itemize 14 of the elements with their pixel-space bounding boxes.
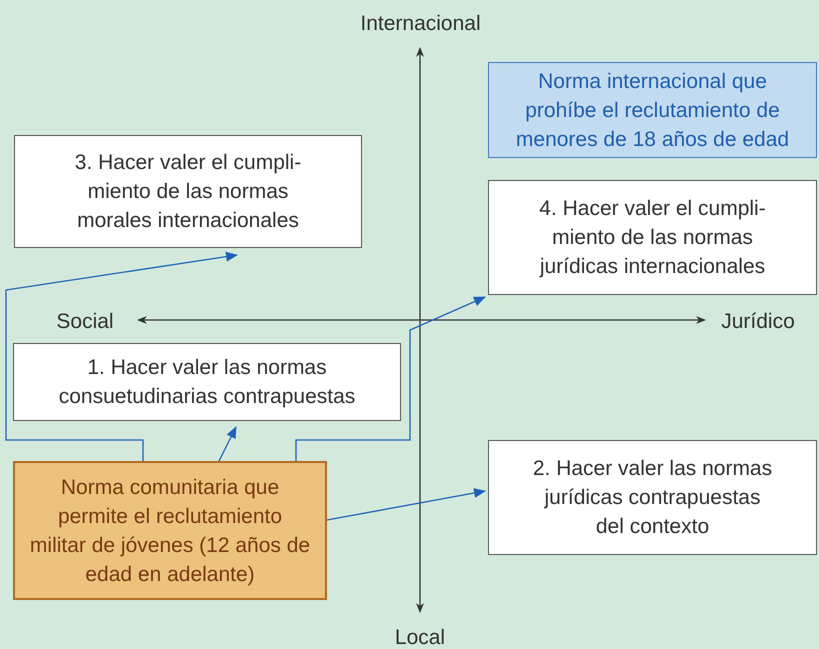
axis-label: Social [55, 309, 115, 335]
arrow [295, 296, 486, 461]
text-box: Norma comunitaria que permite el reclutamiento militar de jóvenes (12 años de edad en adelante) [13, 461, 327, 600]
axis-label: Jurídico [720, 309, 796, 335]
arrow [326, 488, 486, 521]
axis-label: Internacional [359, 11, 482, 37]
text-box: Norma internacional que prohíbe el reclutamiento de menores de 18 años de edad [488, 62, 817, 158]
axis-label: Local [394, 625, 446, 649]
arrow [5, 252, 238, 461]
text-box: 3. Hacer valer el cumpli- miento de las normas morales internacionales [14, 135, 362, 248]
text-box: 1. Hacer valer las normas consuetudinarias contrapuestas [13, 343, 401, 421]
text-box: 2. Hacer valer las normas jurídicas contrapuestas del contexto [488, 440, 817, 555]
text-box: 4. Hacer valer el cumpli- miento de las normas jurídicas internacionales [488, 180, 817, 295]
arrow [218, 426, 237, 462]
